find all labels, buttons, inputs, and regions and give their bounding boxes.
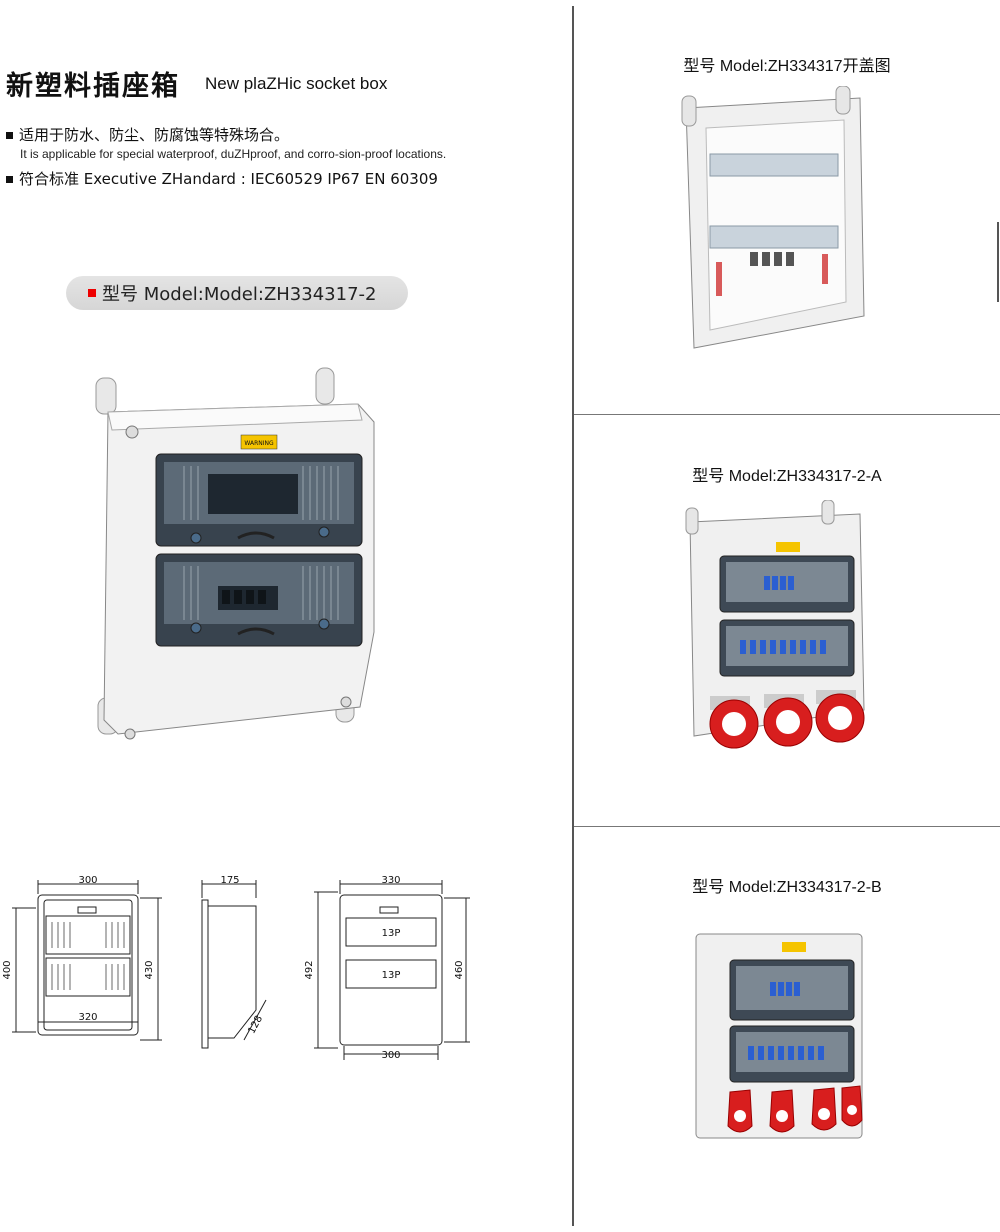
dimension-drawings: 300 400 430 320 175 128 330 492 460 300 … <box>2 875 470 1060</box>
dim-back-bottom: 300 <box>381 1050 400 1060</box>
standard-text: 符合标准 Executive ZHandard : IEC60529 IP67 … <box>19 170 438 188</box>
panel-divider-2 <box>574 826 1000 827</box>
dim-front-bottom: 320 <box>78 1012 97 1023</box>
dim-front-height: 400 <box>2 960 13 979</box>
right-edge-mark <box>997 222 999 302</box>
feature-text-en: It is applicable for special waterproof,… <box>20 147 447 161</box>
page-title-en: New plaZHic socket box <box>205 74 388 93</box>
main-product-image: WARNING <box>95 367 375 740</box>
dim-back-height: 492 <box>304 960 315 979</box>
socket-box-a-image <box>685 500 865 749</box>
panel-3-caption: 型号 Model:ZH334317-2-B <box>692 879 882 896</box>
warning-label: WARNING <box>244 440 274 447</box>
main-model-label: 型号 Model:Model:ZH334317-2 <box>102 284 377 305</box>
feature-bullet-cn: 适用于防水、防尘、防腐蚀等特殊场合。 <box>6 124 289 145</box>
dim-back-width: 330 <box>381 875 400 886</box>
feature-text-cn: 适用于防水、防尘、防腐蚀等特殊场合。 <box>19 126 290 144</box>
bullet-square-icon <box>6 176 13 183</box>
red-square-icon <box>88 289 96 297</box>
main-model-pill: 型号 Model:Model:ZH334317-2 <box>66 276 408 310</box>
dim-back-height-right: 460 <box>454 960 465 979</box>
breaker-label-2: 13P <box>382 970 401 981</box>
panel-2-caption: 型号 Model:ZH334317-2-A <box>692 468 882 485</box>
standard-bullet: 符合标准 Executive ZHandard : IEC60529 IP67 … <box>6 168 438 189</box>
dim-side-angle: 128 <box>246 1014 265 1036</box>
dim-front-width: 300 <box>78 875 97 886</box>
socket-box-b-image <box>695 933 863 1139</box>
panel-1-caption: 型号 Model:ZH334317开盖图 <box>683 58 891 75</box>
panel-divider-1 <box>574 414 1000 415</box>
open-box-image <box>681 86 865 349</box>
breaker-label-1: 13P <box>382 928 401 939</box>
bullet-square-icon <box>6 132 13 139</box>
column-divider <box>572 6 574 1226</box>
page-title-cn: 新塑料插座箱 <box>6 71 180 102</box>
dim-side-depth: 175 <box>220 875 239 886</box>
dim-front-height-right: 430 <box>144 960 155 979</box>
